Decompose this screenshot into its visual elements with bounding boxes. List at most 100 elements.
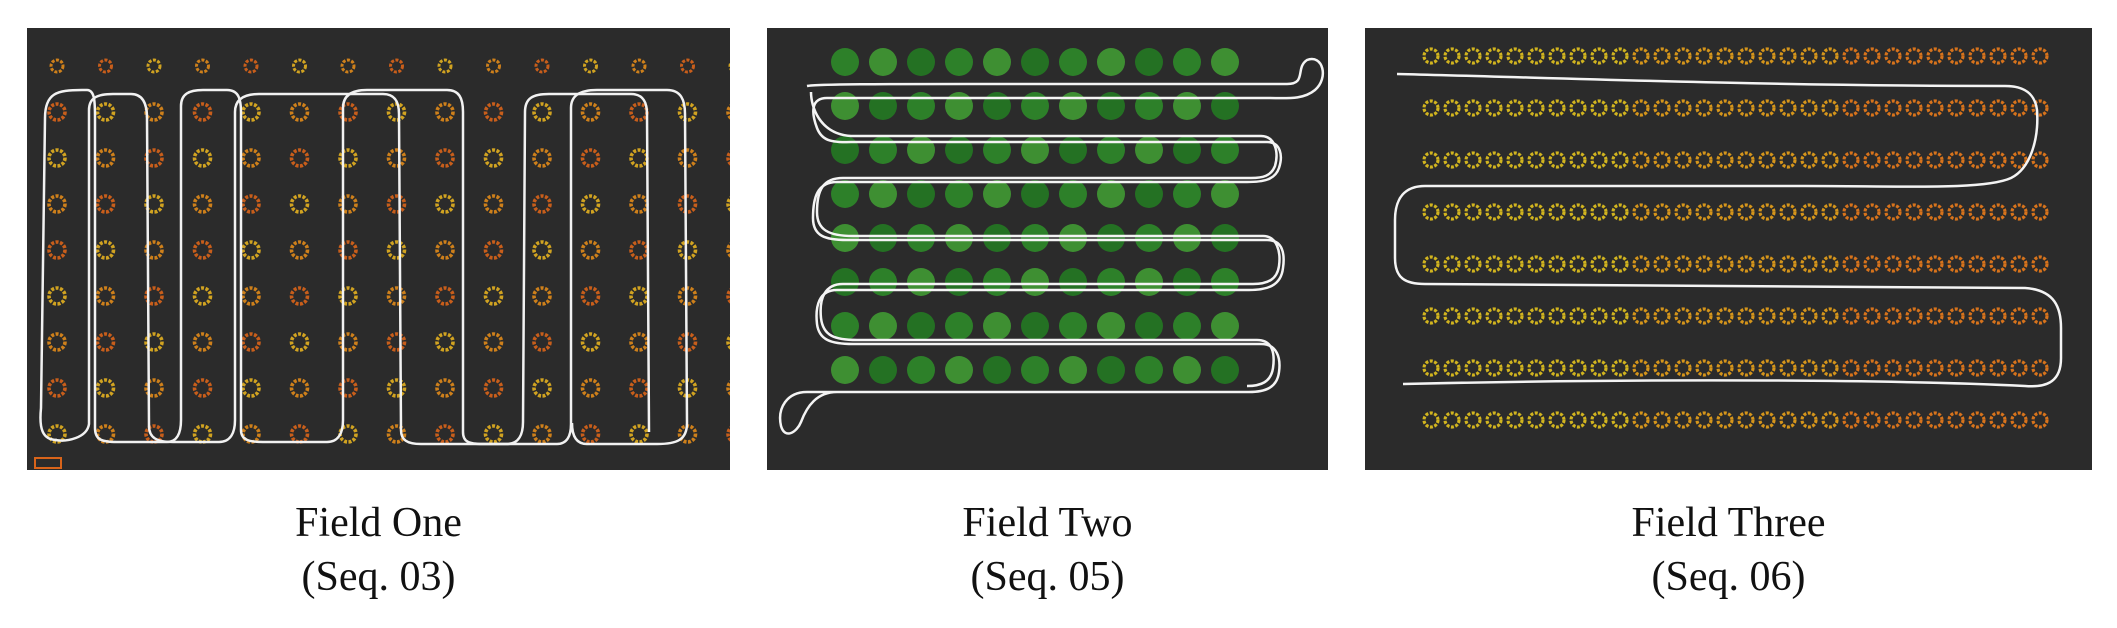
- plant-ring: [1905, 47, 1923, 65]
- plant-ring: [1506, 359, 1524, 377]
- plant-ring: [1947, 411, 1965, 429]
- plant-blob: [1135, 312, 1163, 340]
- plant-ring: [146, 58, 162, 74]
- plant-ring: [680, 58, 695, 74]
- plant-blob: [1097, 356, 1125, 384]
- plant-ring: [338, 148, 358, 168]
- plant-ring: [580, 102, 601, 122]
- plant-ring: [1716, 307, 1734, 325]
- plant-ring: [1884, 47, 1902, 65]
- plant-ring: [2031, 359, 2049, 377]
- plant-blob: [1059, 312, 1087, 340]
- plant-blob: [831, 268, 859, 296]
- plant-ring: [1674, 151, 1692, 169]
- plant-ring: [1548, 151, 1566, 169]
- plant-ring: [1485, 255, 1503, 273]
- plant-ring: [144, 240, 164, 260]
- plant-ring: [1485, 47, 1503, 65]
- plant-ring: [1632, 99, 1650, 117]
- plant-blob: [1097, 224, 1125, 252]
- field-three-point-cloud: [1365, 28, 2092, 470]
- plant-ring: [98, 58, 113, 74]
- plant-ring: [1674, 255, 1692, 273]
- plant-ring: [1800, 255, 1818, 273]
- field-one-title: Field One: [295, 500, 462, 546]
- plant-blob: [1211, 356, 1239, 384]
- plant-ring: [1443, 307, 1461, 325]
- plant-ring: [2031, 99, 2049, 117]
- plant-ring: [1422, 151, 1440, 169]
- plant-ring: [532, 332, 552, 352]
- plant-ring: [1716, 411, 1734, 429]
- plant-ring: [1863, 307, 1881, 325]
- plant-ring: [1842, 99, 1860, 117]
- plant-ring: [389, 58, 404, 74]
- plant-ring: [1989, 99, 2007, 117]
- plant-blob: [1173, 356, 1201, 384]
- plant-ring: [726, 426, 730, 442]
- plant-ring: [1842, 47, 1860, 65]
- plant-ring: [1737, 255, 1755, 273]
- plant-ring: [1569, 203, 1587, 221]
- plant-ring: [1989, 359, 2007, 377]
- plant-blob: [1097, 48, 1125, 76]
- plant-ring: [1737, 47, 1755, 65]
- plant-ring: [1695, 411, 1713, 429]
- plant-ring: [1695, 359, 1713, 377]
- plant-ring: [1611, 307, 1629, 325]
- plant-ring: [241, 424, 261, 444]
- plant-ring: [1821, 359, 1839, 377]
- plant-ring: [192, 194, 213, 214]
- plant-ring: [1779, 151, 1797, 169]
- plant-ring: [192, 102, 213, 122]
- plant-ring: [435, 240, 455, 260]
- plant-ring: [1779, 47, 1797, 65]
- plant-blob: [983, 356, 1011, 384]
- plant-ring: [1506, 255, 1524, 273]
- plant-ring: [1926, 47, 1944, 65]
- plant-blob: [1097, 92, 1125, 120]
- plant-ring: [243, 58, 259, 74]
- plant-ring: [1464, 411, 1482, 429]
- plant-ring: [1884, 99, 1902, 117]
- plant-ring: [1674, 47, 1692, 65]
- plant-ring: [1926, 255, 1944, 273]
- plant-ring: [726, 196, 730, 212]
- plant-ring: [1527, 359, 1545, 377]
- plant-ring: [435, 102, 455, 122]
- plant-ring: [95, 240, 116, 260]
- plant-ring: [1548, 255, 1566, 273]
- plant-blob: [983, 92, 1011, 120]
- plant-ring: [1506, 151, 1524, 169]
- field-two-sequence: (Seq. 05): [970, 554, 1125, 600]
- plant-ring: [192, 378, 213, 398]
- plant-blob: [1173, 92, 1201, 120]
- plant-ring: [1569, 47, 1587, 65]
- plant-ring: [289, 240, 310, 260]
- plant-ring: [1548, 99, 1566, 117]
- plant-ring: [483, 240, 504, 260]
- plant-ring: [1779, 359, 1797, 377]
- plant-ring: [1989, 203, 2007, 221]
- plant-ring: [241, 194, 261, 214]
- plant-ring: [2031, 411, 2049, 429]
- plant-ring: [1422, 411, 1440, 429]
- plant-blob: [1097, 180, 1125, 208]
- plant-ring: [1779, 255, 1797, 273]
- plant-ring: [2010, 255, 2028, 273]
- plant-ring: [386, 332, 407, 352]
- plant-blob: [1021, 136, 1049, 164]
- field-three-sequence: (Seq. 06): [1651, 554, 1806, 600]
- plant-ring: [2031, 307, 2049, 325]
- plant-ring: [677, 194, 698, 214]
- plant-ring: [47, 148, 67, 168]
- field-one-trajectory-return: [54, 92, 651, 446]
- plant-blob: [1059, 180, 1087, 208]
- plant-ring: [386, 240, 407, 260]
- field-three-caption: Field Three (Seq. 06): [1365, 496, 2092, 604]
- plant-ring: [2031, 203, 2049, 221]
- plant-ring: [1611, 47, 1629, 65]
- plant-blob: [869, 224, 897, 252]
- plant-ring: [483, 102, 504, 122]
- plant-blob: [1211, 180, 1239, 208]
